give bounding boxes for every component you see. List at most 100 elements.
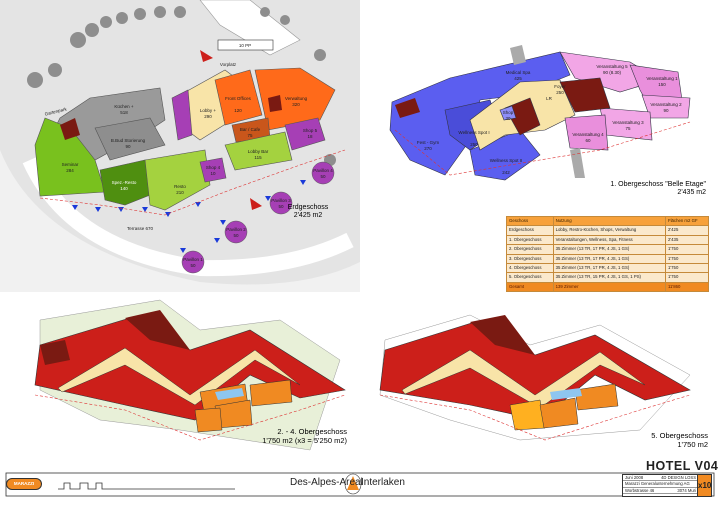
room-label: LR (546, 96, 553, 101)
table-cell: 3. Obergeschoss (506, 253, 554, 265)
room-label: Pavillon 4 (313, 168, 333, 173)
upper-floors-plan (34, 299, 346, 451)
title-block-text: Worbstrasse 46 (625, 487, 655, 493)
room-label: Front Offices (225, 96, 251, 101)
area-summary-table: Geschoss Nutzung Flächen m2 GF Erdgescho… (506, 215, 710, 293)
parking-label: 10 PP (239, 43, 251, 48)
upper-floors-title: 2. - 4. Obergeschoss (277, 427, 347, 436)
fifth-floor-plan (379, 314, 691, 441)
table-cell: 35 Zimmer (13 TR, 15 PR, 4 JS, 1 GS, 1 P… (552, 272, 666, 283)
table-total-row: Gesamt 139 Zimmer 11'860 (506, 281, 710, 293)
room-label: B.Bud Storierung (111, 138, 146, 143)
room-label: Spez.-Resto (112, 180, 137, 185)
table-header-cell: Geschoss (506, 215, 554, 227)
room-area: 50 (320, 174, 326, 179)
table-cell: 35 Zimmer (13 TR, 17 PR, 4 JS, 1 GS) (552, 253, 666, 265)
title-block: Juni 2008 4D DESIGN LOSS Marazzi General… (622, 474, 712, 497)
table-header-cell: Flächen m2 GF (664, 215, 710, 227)
ground-floor-area: 2'425 m2 (294, 212, 323, 219)
ground-floor-plan: 10 PP Vorplatz Gartenpark Terrasse 670 K… (0, 0, 360, 292)
title-block-row: Worbstrasse 46 3074 Muri (623, 488, 711, 494)
room-area: 60 (585, 138, 591, 143)
room-area: 120 (234, 108, 242, 113)
room-label: Veranstaltung 1 (646, 76, 678, 81)
table-cell: 1'750 (664, 263, 710, 274)
room-label: Lobby Bar (248, 149, 269, 154)
room-label: Veranstaltung 2 (650, 102, 682, 107)
table-cell: Erdgeschoss (506, 225, 554, 236)
room-label: Wellness Spot I (458, 130, 489, 135)
table-row: 4. Obergeschoss 35 Zimmer (13 TR, 17 PR,… (506, 263, 710, 274)
room-area: 90 (125, 144, 131, 149)
room-label: Foyer (554, 84, 566, 89)
room-area: 90 (8.30) (603, 70, 622, 75)
room-area: 90 (663, 108, 669, 113)
title-block-row: Marazzi Generalunternehmung AG (623, 481, 711, 488)
mountain-icon (344, 473, 362, 495)
table-cell: 1'750 (664, 272, 710, 283)
room-area: 250 (470, 142, 478, 147)
table-header-cell: Nutzung (552, 215, 666, 227)
room-area: 30 (505, 116, 511, 121)
room-label: Lobby + (200, 108, 217, 113)
forecourt-label: Vorplatz (220, 62, 237, 67)
fifth-floor-area: 1'750 m2 (677, 440, 708, 449)
room-label: Medical Spa (506, 70, 531, 75)
company-logo: MARAZZI (6, 478, 42, 490)
sheet-code: x10 (697, 475, 711, 496)
first-floor-area: 2'435 m2 (677, 189, 706, 196)
room-area: 75 (247, 133, 253, 138)
pavilion-1 (181, 250, 205, 274)
room-area: 140 (120, 186, 128, 191)
room-label: Veranstaltung 4 (572, 132, 604, 137)
room-area: 18 (307, 134, 313, 139)
room-area: 10 (210, 171, 216, 176)
room-label: Shop 5 (303, 128, 318, 133)
room-label: Fest - Gym (417, 140, 440, 145)
room-area: 50 (233, 233, 239, 238)
first-floor-title: 1. Obergeschoss "Belle Etage" (610, 181, 706, 188)
room-label: Shop 4 (206, 165, 221, 170)
room-label: Shop (503, 110, 514, 115)
room-label: Verwaltung (285, 96, 308, 101)
table-header-row: Geschoss Nutzung Flächen m2 GF (506, 215, 710, 227)
table-cell: 139 Zimmer (552, 281, 666, 293)
title-block-text: Marazzi Generalunternehmung AG (625, 481, 690, 487)
room-label: Pavillon 3 (271, 198, 291, 203)
room-area: 425 (514, 76, 522, 81)
room-area: 50 (278, 204, 284, 209)
table-cell: 2'425 (664, 225, 710, 236)
table-row: 2. Obergeschoss 35 Zimmer (13 TR, 17 PR,… (506, 244, 710, 255)
terrace-label: Terrasse 670 (127, 226, 154, 231)
room-area: 270 (424, 146, 432, 151)
room-area: 284 (66, 168, 74, 173)
project-place: Interlaken (361, 477, 405, 488)
room-area: 242 (502, 170, 510, 175)
room-label: Veranstaltung 5 (596, 64, 628, 69)
table-cell: 1'750 (664, 253, 710, 265)
table-cell: Gesamt (506, 281, 554, 293)
room-area: 150 (658, 82, 666, 87)
fifth-floor-title: 5. Obergeschoss (651, 431, 708, 440)
sheet-heading: HOTEL V04 (646, 459, 719, 473)
upper-floors-area: 1'750 m2 (x3 = 5'250 m2) (262, 436, 347, 445)
title-block-row: Juni 2008 4D DESIGN LOSS (623, 475, 711, 482)
title-block-text: Juni 2008 (625, 475, 644, 480)
ground-floor-title: Erdgeschoss (288, 204, 329, 211)
table-cell: 11'860 (664, 281, 710, 293)
room-label: Veranstaltung 3 (612, 120, 644, 125)
project-name: Des-Alpes-Areal (290, 477, 363, 488)
table-cell: Lobby, Restro-Küchen, Shops, Verwaltung (552, 225, 666, 236)
table-row: 5. Obergeschoss 35 Zimmer (13 TR, 15 PR,… (506, 272, 710, 283)
room-area: 75 (625, 126, 631, 131)
room-area: 210 (176, 190, 184, 195)
table-cell: 1'750 (664, 244, 710, 255)
pavilion-2 (224, 220, 248, 244)
room-label: Resto (174, 184, 186, 189)
garden-label: Gartenpark (44, 106, 68, 116)
room-area: 50 (190, 263, 196, 268)
table-row: 1. Obergeschoss Veranstaltungen, Wellnes… (506, 234, 710, 246)
table-cell: 4. Obergeschoss (506, 263, 554, 274)
table-cell: 2'435 (664, 234, 710, 246)
